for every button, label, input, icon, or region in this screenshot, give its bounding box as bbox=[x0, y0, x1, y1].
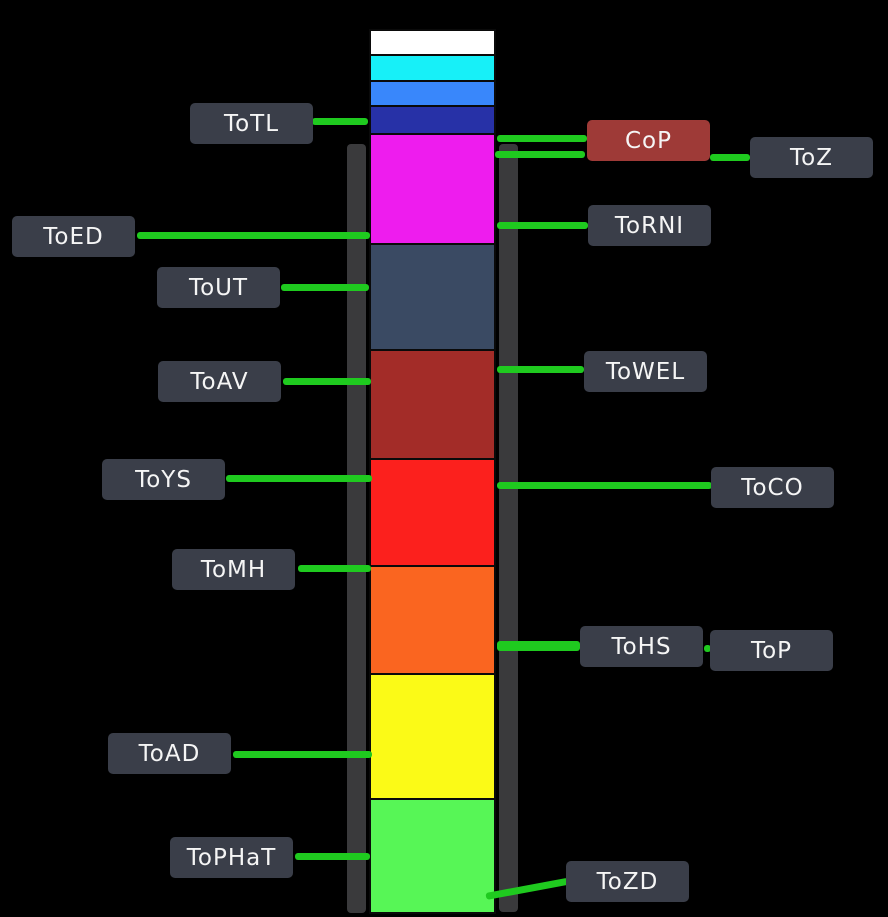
label-cop[interactable]: CoP bbox=[587, 120, 710, 161]
segment-white bbox=[371, 31, 494, 56]
label-tomh[interactable]: ToMH bbox=[172, 549, 295, 590]
label-toad[interactable]: ToAD bbox=[108, 733, 231, 774]
label-towel[interactable]: ToWEL bbox=[584, 351, 707, 392]
label-toco[interactable]: ToCO bbox=[711, 467, 834, 508]
connector-top-dash bbox=[704, 645, 711, 652]
label-tomh-text: ToMH bbox=[200, 556, 267, 583]
connector-toav bbox=[283, 378, 371, 385]
label-toav[interactable]: ToAV bbox=[158, 361, 281, 402]
connector-toz-b bbox=[710, 154, 750, 161]
connector-toys bbox=[226, 475, 372, 482]
connector-toz-a bbox=[495, 151, 585, 158]
left-rail bbox=[347, 144, 366, 913]
label-tout[interactable]: ToUT bbox=[157, 267, 280, 308]
color-column bbox=[369, 29, 496, 914]
connector-toad bbox=[233, 751, 372, 758]
segment-blue bbox=[371, 82, 494, 107]
connector-torni bbox=[497, 222, 588, 229]
label-toys-text: ToYS bbox=[135, 466, 192, 493]
label-tozd[interactable]: ToZD bbox=[566, 861, 689, 902]
connector-totl bbox=[312, 118, 368, 125]
label-toed[interactable]: ToED bbox=[12, 216, 135, 257]
label-tohs-text: ToHS bbox=[611, 633, 672, 660]
label-totl[interactable]: ToTL bbox=[190, 103, 313, 144]
segment-red bbox=[371, 460, 494, 567]
label-toco-text: ToCO bbox=[741, 474, 804, 501]
label-tophat-text: ToPHaT bbox=[186, 844, 277, 871]
label-tout-text: ToUT bbox=[188, 274, 249, 301]
label-toys[interactable]: ToYS bbox=[102, 459, 225, 500]
connector-tout bbox=[281, 284, 369, 291]
segment-slate bbox=[371, 245, 494, 351]
segment-yellow bbox=[371, 675, 494, 800]
label-toed-text: ToED bbox=[43, 223, 104, 250]
label-toz[interactable]: ToZ bbox=[750, 137, 873, 178]
label-toad-text: ToAD bbox=[138, 740, 201, 767]
connector-towel bbox=[497, 366, 584, 373]
connector-toed bbox=[137, 232, 370, 239]
segment-navy bbox=[371, 107, 494, 135]
connector-toco bbox=[497, 482, 712, 489]
label-toav-text: ToAV bbox=[190, 368, 249, 395]
label-top-text: ToP bbox=[750, 637, 793, 664]
label-towel-text: ToWEL bbox=[605, 358, 686, 385]
connector-tophat bbox=[295, 853, 370, 860]
connector-cop bbox=[497, 135, 587, 142]
right-rail bbox=[499, 144, 518, 912]
label-cop-text: CoP bbox=[624, 127, 672, 154]
connector-tozd bbox=[485, 877, 570, 900]
segment-orange bbox=[371, 567, 494, 675]
segment-cyan bbox=[371, 56, 494, 82]
segment-brick bbox=[371, 351, 494, 460]
label-top[interactable]: ToP bbox=[710, 630, 833, 671]
segment-green bbox=[371, 800, 494, 912]
label-totl-text: ToTL bbox=[223, 110, 280, 137]
connector-tomh bbox=[298, 565, 371, 572]
label-toz-text: ToZ bbox=[790, 144, 833, 171]
label-tohs[interactable]: ToHS bbox=[580, 626, 703, 667]
segment-magenta bbox=[371, 135, 494, 245]
label-tozd-text: ToZD bbox=[596, 868, 659, 895]
label-torni-text: ToRNI bbox=[614, 212, 685, 239]
label-tophat[interactable]: ToPHaT bbox=[170, 837, 293, 878]
label-torni[interactable]: ToRNI bbox=[588, 205, 711, 246]
connector-tohs bbox=[497, 641, 580, 651]
